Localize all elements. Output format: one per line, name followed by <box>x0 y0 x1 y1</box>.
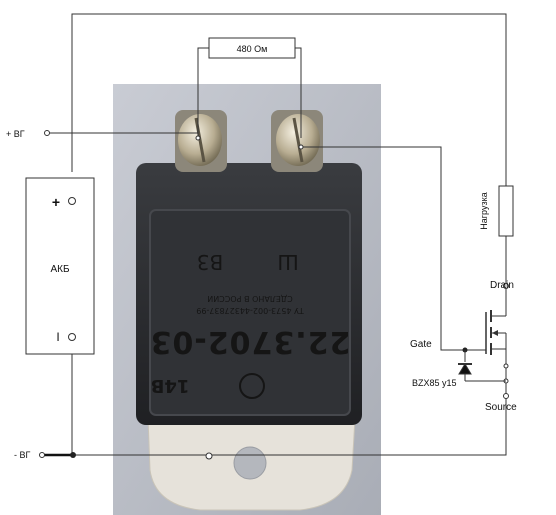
load-label: Нагрузка <box>479 192 489 229</box>
module-made-in-text: СДЕЛАНО В РОССИИ <box>207 294 293 303</box>
vg-minus-label: - ВГ <box>14 450 31 460</box>
battery-minus-label: I <box>56 330 59 344</box>
source-terminal <box>503 393 509 399</box>
top-wire <box>71 13 507 186</box>
right-screw-node <box>298 144 304 150</box>
drain-label: Drain <box>490 280 514 291</box>
wiring <box>48 13 507 456</box>
terminal-sh-marking: Ш <box>277 250 298 274</box>
gate-wire <box>301 146 477 351</box>
battery-plus-label: + <box>52 194 60 210</box>
source-wire <box>50 396 507 456</box>
regulator-photo: 22.3702-03 ТУ 4573-002-44327837-99 СДЕЛА… <box>113 84 381 515</box>
right-screw-terminal <box>271 110 323 172</box>
battery-symbol <box>25 177 95 355</box>
module-part-number: 22.3702-03 <box>150 324 351 359</box>
battery-label: АКБ <box>50 264 69 275</box>
factory-logo-icon <box>239 373 265 399</box>
terminal-b3-marking: В3 <box>197 250 223 274</box>
source-label: Source <box>485 402 517 413</box>
zener-diode-symbol <box>458 350 506 382</box>
vg-plus-terminal <box>44 130 50 136</box>
load-symbol <box>498 185 514 237</box>
battery-minus-terminal <box>68 333 76 341</box>
module-spec-text: ТУ 4573-002-44327837-99 <box>196 306 305 315</box>
battery-plus-terminal <box>68 197 76 205</box>
source-return-node <box>205 452 213 460</box>
module-face <box>149 209 351 416</box>
drain-terminal <box>503 283 509 289</box>
mounting-hole <box>233 446 267 480</box>
vg-minus-junction <box>70 452 76 458</box>
resistor-symbol <box>208 37 296 59</box>
resistor-right-lead <box>295 47 302 138</box>
module-voltage-marking: 14В <box>151 375 190 396</box>
left-screw-terminal <box>175 110 227 172</box>
vg-plus-label: + ВГ <box>6 129 25 139</box>
gate-label: Gate <box>410 339 432 350</box>
left-screw-node <box>195 135 201 141</box>
resistor-label: 480 Ом <box>237 44 268 54</box>
zener-label: BZX85 у15 <box>412 378 457 388</box>
vg-minus-terminal <box>39 452 45 458</box>
mosfet-symbol <box>477 283 509 396</box>
resistor-left-lead <box>197 47 209 138</box>
